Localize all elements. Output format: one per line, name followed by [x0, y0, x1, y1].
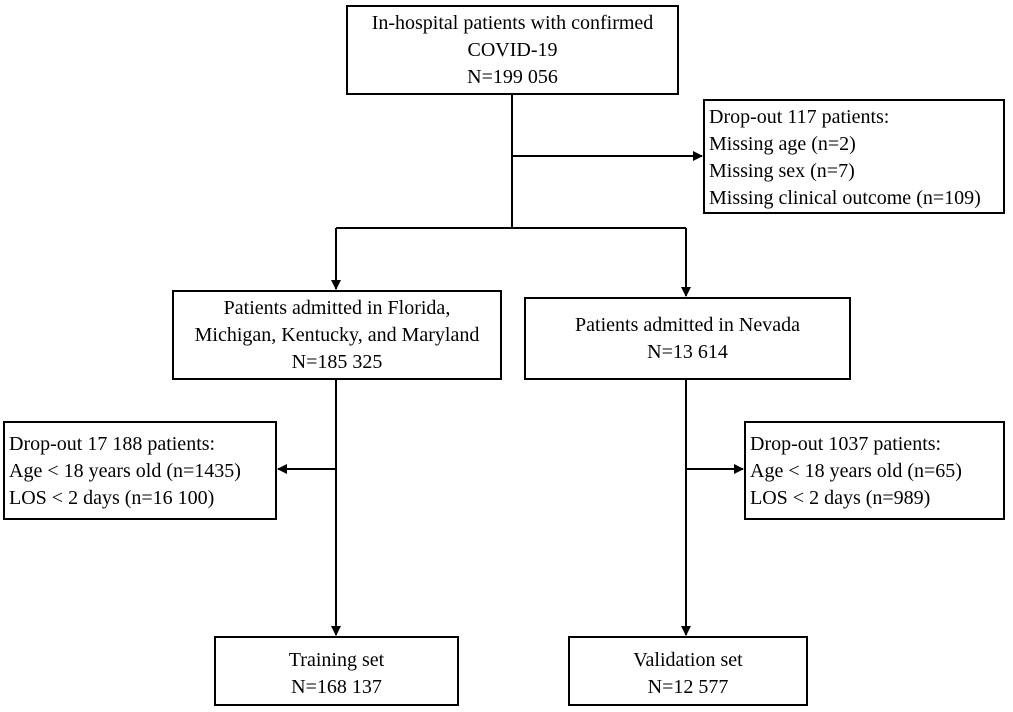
florida-group-line-1: Patients admitted in Florida, [223, 297, 451, 319]
nevada-group-line-1: Patients admitted in Nevada [575, 314, 800, 336]
dropout-right-box: Drop-out 1037 patients: Age < 18 years o… [744, 421, 1005, 520]
dropout-top-line-1: Drop-out 117 patients: [709, 106, 890, 128]
nevada-group-box: Patients admitted in Nevada N=13 614 [524, 297, 851, 380]
dropout-left-line-2: Age < 18 years old (n=1435) [9, 460, 241, 482]
florida-group-box: Patients admitted in Florida, Michigan, … [172, 290, 502, 380]
dropout-top-line-2: Missing age (n=2) [709, 133, 856, 155]
training-line-2: N=168 137 [291, 676, 382, 698]
nevada-group-line-2: N=13 614 [647, 341, 728, 363]
dropout-left-line-3: LOS < 2 days (n=16 100) [9, 487, 215, 509]
root-line-1: In-hospital patients with confirmed [371, 12, 654, 34]
dropout-top-line-3: Missing sex (n=7) [709, 160, 855, 182]
root-line-2: COVID-19 [467, 39, 558, 61]
root-line-3: N=199 056 [467, 66, 558, 88]
florida-group-line-2: Michigan, Kentucky, and Maryland [194, 324, 480, 346]
validation-line-1: Validation set [633, 649, 743, 671]
training-box: Training set N=168 137 [214, 636, 459, 706]
validation-box: Validation set N=12 577 [568, 636, 808, 706]
dropout-right-line-1: Drop-out 1037 patients: [750, 433, 942, 455]
dropout-left-line-1: Drop-out 17 188 patients: [9, 433, 216, 455]
florida-group-line-3: N=185 325 [291, 351, 383, 373]
dropout-left-box: Drop-out 17 188 patients: Age < 18 years… [3, 421, 277, 520]
dropout-right-line-3: LOS < 2 days (n=989) [750, 487, 931, 509]
dropout-right-line-2: Age < 18 years old (n=65) [750, 460, 962, 482]
training-line-1: Training set [288, 649, 385, 671]
root-box: In-hospital patients with confirmed COVI… [346, 5, 679, 95]
validation-line-2: N=12 577 [647, 676, 729, 698]
dropout-top-box: Drop-out 117 patients: Missing age (n=2)… [703, 99, 1005, 214]
dropout-top-line-4: Missing clinical outcome (n=109) [709, 187, 981, 209]
